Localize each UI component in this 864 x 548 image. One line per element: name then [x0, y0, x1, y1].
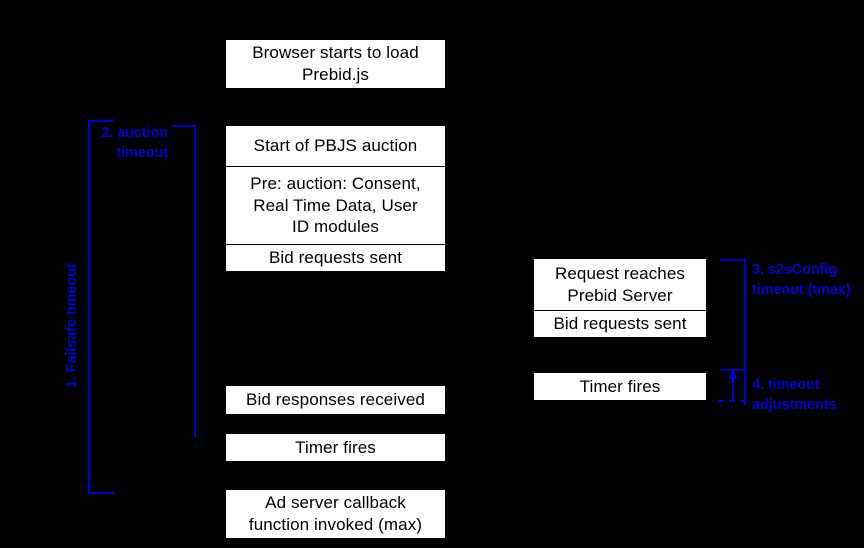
failsafe-bracket-top-tick	[88, 120, 114, 122]
box-s2s-bid-requests-sent: Bid requests sent	[534, 310, 706, 337]
box-s2s-timer-fires: Timer fires	[534, 373, 706, 400]
box-bid-requests-sent: Bid requests sent	[226, 244, 445, 271]
box-browser-load: Browser starts to load Prebid.js	[226, 40, 445, 88]
timeout-adjustments-dashed-baseline	[718, 400, 746, 402]
box-adserver-callback: Ad server callback function invoked (max…	[226, 490, 445, 538]
box-request-reaches-server: Request reaches Prebid Server	[534, 259, 706, 310]
timeout-adjustments-arrow-up-icon	[728, 370, 738, 400]
annotation-timeout-adjustments-label: 4. timeout adjustments	[752, 377, 837, 413]
annotation-auction-timeout-label: 2. auction timeout	[101, 125, 168, 161]
auction-timeout-bracket-spine	[194, 125, 196, 438]
s2sconfig-bracket-top-tick	[720, 259, 746, 261]
failsafe-bracket-spine	[88, 120, 90, 494]
auction-timeout-bracket-top-tick	[172, 125, 196, 127]
box-auction-start: Start of PBJS auction	[226, 126, 445, 166]
failsafe-bracket-bottom-tick	[88, 492, 114, 494]
box-timer-fires: Timer fires	[226, 434, 445, 461]
box-bid-responses-received: Bid responses received	[226, 386, 445, 414]
box-pre-auction: Pre: auction: Consent, Real Time Data, U…	[226, 166, 445, 244]
timeout-adjustments-spine	[744, 369, 746, 405]
annotation-failsafe-timeout-label: 1. Failsafe timeout	[64, 263, 80, 388]
annotation-s2sconfig-timeout-label: 3. s2sConfig timeout (tmax)	[752, 262, 851, 298]
s2sconfig-bracket-spine	[744, 259, 746, 371]
